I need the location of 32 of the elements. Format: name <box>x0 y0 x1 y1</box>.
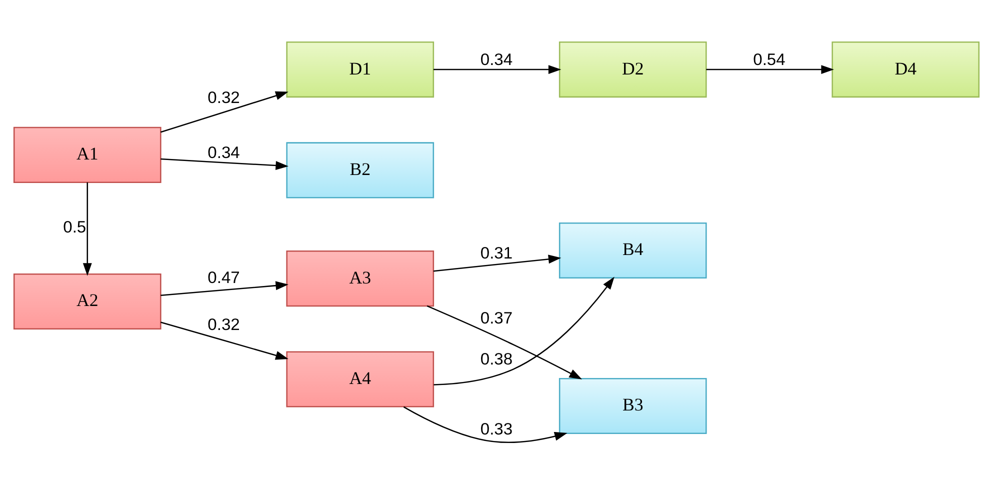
node-box: A1 <box>12 126 161 182</box>
arrow <box>706 64 834 74</box>
arrow <box>426 304 582 379</box>
node-box: A2 <box>12 272 161 330</box>
edge-label: 0.5 <box>62 217 86 236</box>
edge-label: 0.34 <box>207 142 240 162</box>
arrow <box>160 321 288 360</box>
node-box: D2 <box>558 41 706 98</box>
edge-label: 0.34 <box>480 49 512 68</box>
node-box: A4 <box>286 350 434 407</box>
node-box: B2 <box>286 142 434 198</box>
edge-label: 0.33 <box>480 419 512 438</box>
arrow <box>432 254 561 272</box>
edge-label: 0.54 <box>752 49 785 68</box>
arrow <box>160 158 288 170</box>
arrow <box>160 90 288 132</box>
arrow <box>82 182 92 276</box>
arrow <box>433 276 614 385</box>
node-box: B3 <box>558 377 706 434</box>
edge-label: 0.32 <box>207 88 240 107</box>
arrow <box>432 64 561 74</box>
arrow <box>402 406 567 442</box>
node-box: B4 <box>558 222 706 278</box>
node-box: D4 <box>831 41 980 98</box>
node-box: A3 <box>286 250 434 306</box>
edge-label: 0.31 <box>480 243 512 262</box>
edge-label: 0.32 <box>207 314 240 334</box>
edge-label: 0.47 <box>207 267 240 286</box>
node-box: D1 <box>286 41 434 98</box>
arrow <box>160 280 288 296</box>
edge-label: 0.38 <box>480 348 512 368</box>
edge-label: 0.37 <box>480 308 512 328</box>
